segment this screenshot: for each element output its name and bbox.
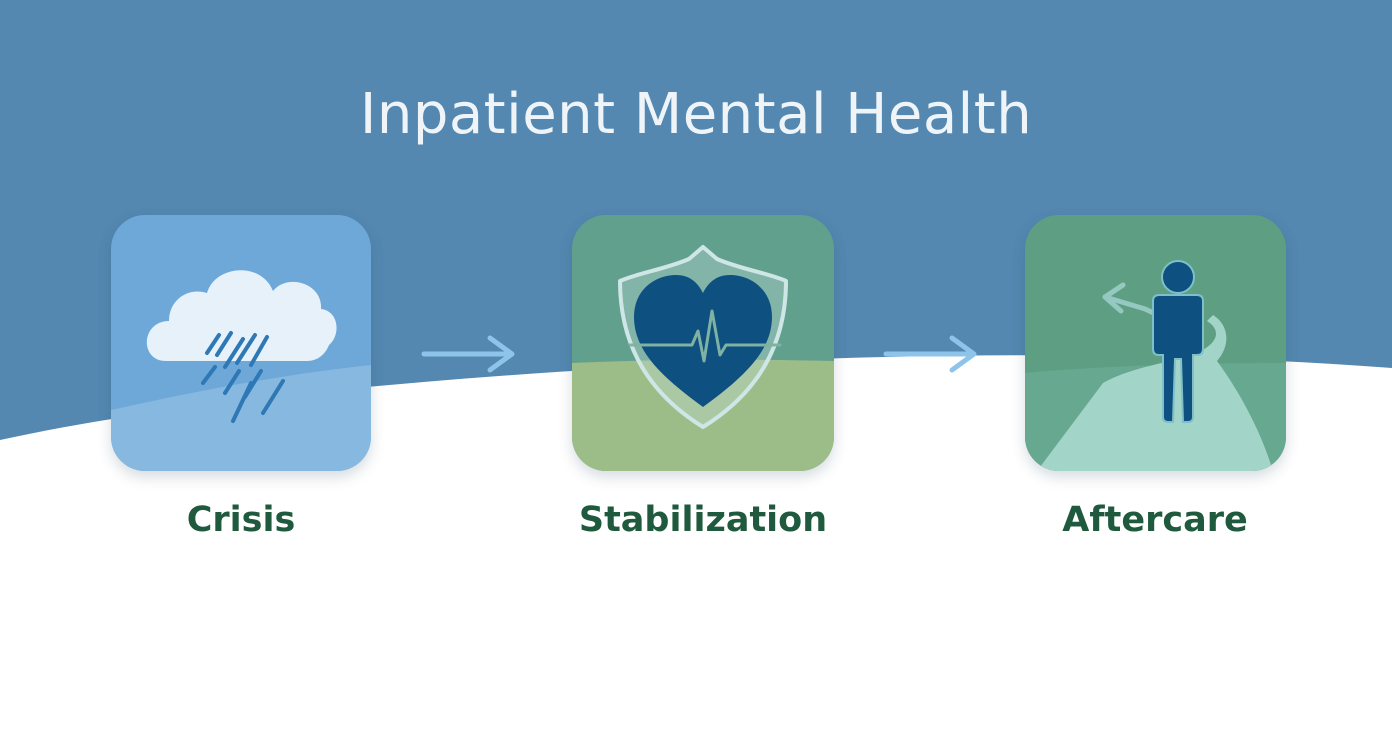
storm-cloud-icon	[111, 215, 371, 471]
aftercare-tile	[1025, 215, 1286, 471]
right-arrow-icon	[883, 335, 977, 373]
stage-label-aftercare: Aftercare	[1062, 500, 1248, 540]
stage-label-crisis: Crisis	[186, 500, 296, 540]
diagram-title: Inpatient Mental Health	[359, 82, 1033, 147]
stabilization-tile	[572, 215, 834, 471]
right-arrow-icon	[421, 335, 515, 373]
stage-label-stabilization: Stabilization	[578, 500, 828, 540]
crisis-tile	[111, 215, 371, 471]
heart-heartbeat-shield-icon	[572, 215, 834, 471]
person-on-path-icon	[1025, 215, 1286, 471]
